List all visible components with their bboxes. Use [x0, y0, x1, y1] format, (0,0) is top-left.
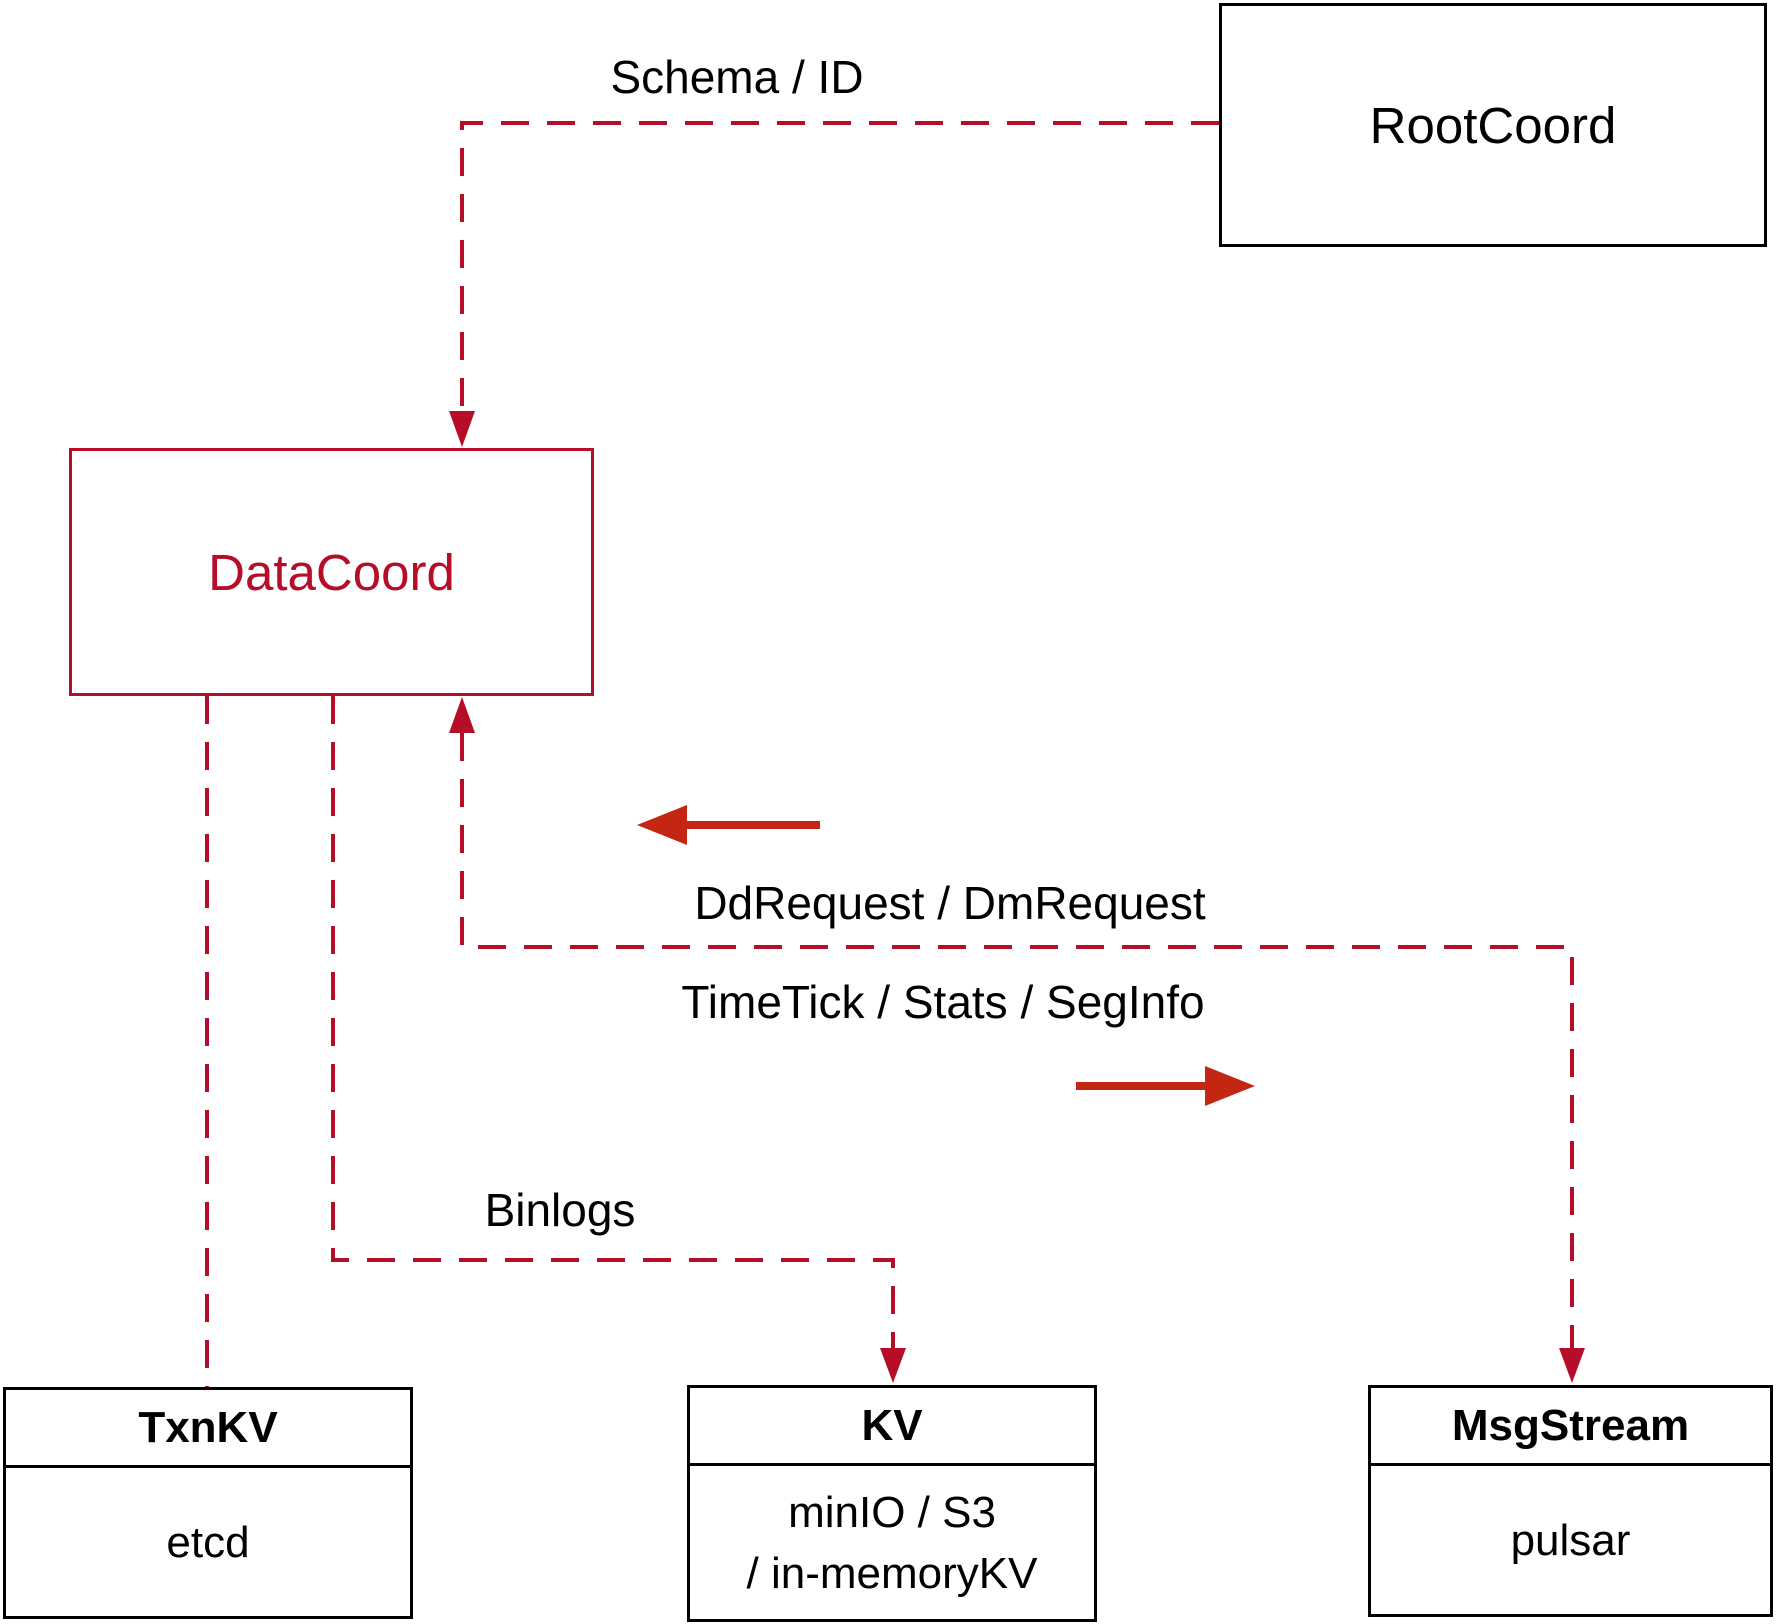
datacoord-title: DataCoord: [208, 543, 455, 601]
edge-label-ddrequest-dmrequest: DdRequest / DmRequest: [694, 877, 1206, 929]
node-datacoord: DataCoord: [69, 448, 594, 696]
rootcoord-title: RootCoord: [1369, 96, 1617, 154]
left-arrow-icon: [637, 805, 687, 845]
binlogs-connector: [331, 696, 895, 1350]
node-rootcoord: RootCoord: [1219, 3, 1767, 247]
right-arrow-icon: [1205, 1066, 1255, 1106]
kv-body: minIO / S3 / in-memoryKV: [690, 1466, 1094, 1619]
node-kv: KV minIO / S3 / in-memoryKV: [687, 1385, 1097, 1622]
msgstream-body-text: pulsar: [1510, 1515, 1631, 1565]
arrowhead-down-kv-icon: [880, 1348, 906, 1383]
edge-label-timetick-stats-seginfo: TimeTick / Stats / SegInfo: [681, 976, 1205, 1028]
edge-label-schema-id: Schema / ID: [610, 51, 864, 103]
node-msgstream: MsgStream pulsar: [1368, 1385, 1773, 1617]
kv-header: KV: [690, 1388, 1094, 1466]
arrowhead-down-datacoord-icon: [449, 411, 475, 447]
msgstream-header: MsgStream: [1371, 1388, 1770, 1466]
schema-id-connector: [460, 121, 1219, 410]
txnkv-body-text: etcd: [166, 1517, 250, 1567]
kv-body-line1: minIO / S3: [788, 1487, 996, 1537]
edge-label-binlogs: Binlogs: [484, 1184, 636, 1236]
txnkv-header: TxnKV: [6, 1390, 410, 1468]
msgstream-body: pulsar: [1371, 1466, 1770, 1614]
arrowhead-down-msgstream-icon: [1559, 1348, 1585, 1383]
kv-body-line2: / in-memoryKV: [746, 1548, 1038, 1598]
node-txnkv: TxnKV etcd: [3, 1387, 413, 1619]
datacoord-msgstream-connector: [460, 733, 1574, 1350]
txnkv-body: etcd: [6, 1468, 410, 1616]
arrowhead-up-datacoord-icon: [449, 697, 475, 733]
